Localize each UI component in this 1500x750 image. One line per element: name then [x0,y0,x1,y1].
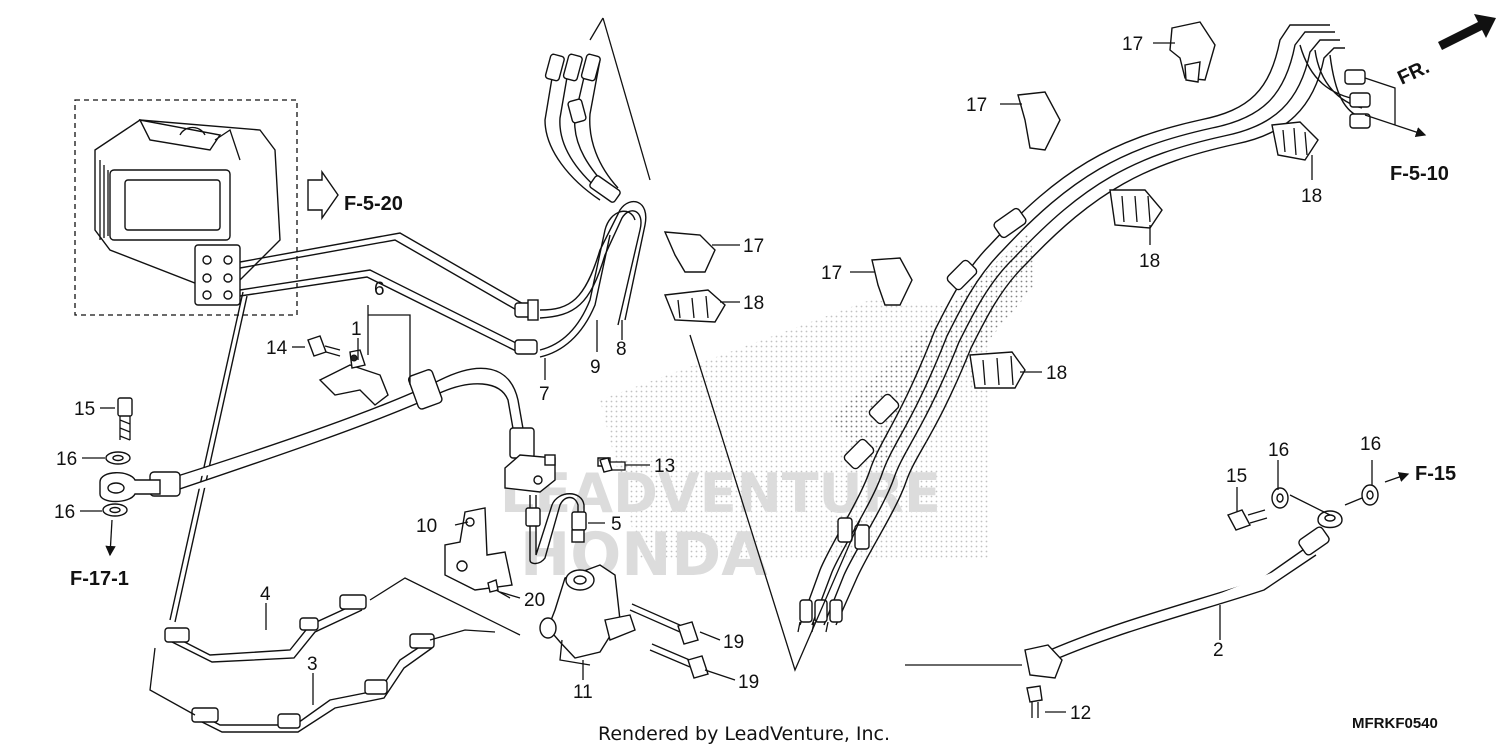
callout-18-a: 18 [743,293,764,314]
valve-11 [539,564,636,666]
ref-front-direction: FR. [1394,56,1432,90]
callout-16-front-upper: 16 [56,449,77,470]
abs-reference-arrow [307,169,339,221]
callout-18-c: 18 [1139,251,1160,272]
ref-abs-unit: F-5-20 [344,193,403,215]
callout-19-b: 19 [738,672,759,693]
callout-16-rear-a: 16 [1268,440,1289,461]
abs-dashed-frame [74,99,298,316]
three-way-joint [504,454,626,565]
callout-17-c: 17 [966,95,987,116]
fr-arrow-icon [1438,14,1496,50]
footer-credit: Rendered by LeadVenture, Inc. [598,723,890,745]
callout-1: 1 [351,319,362,340]
callout-18-d: 18 [1301,186,1322,207]
diagram-code: MFRKF0540 [1352,715,1438,732]
banjo-fitting [99,472,161,503]
callout-17-b: 17 [821,263,842,284]
rear-pipes-3-4 [149,577,521,733]
callout-9: 9 [590,357,601,378]
bolts-19 [629,603,709,679]
callout-16-front-lower: 16 [54,502,75,523]
leader-lines [80,42,1373,713]
callout-8: 8 [616,339,627,360]
callout-19-a: 19 [723,632,744,653]
rear-banjo-assembly: F-15 [1227,463,1456,531]
callout-20: 20 [524,590,545,611]
bolt-15-head [117,397,133,417]
front-brake-pipes-7-8-9 [514,17,651,358]
callout-13: 13 [654,456,675,477]
callout-17-a: 17 [743,236,764,257]
front-hose-6 [149,349,535,497]
rear-hose-2 [905,510,1343,718]
callout-15-rear: 15 [1226,466,1247,487]
callout-4: 4 [260,584,271,605]
callout-7: 7 [539,384,550,405]
front-banjo-assembly: F-17-1 [70,397,161,590]
watermark-line2: HONDA [520,520,768,590]
callout-5: 5 [611,514,622,535]
holders-18 [664,121,1319,389]
callout-numbers: 1 2 3 4 5 6 7 8 9 10 11 12 13 14 15 15 1… [54,34,1381,724]
front-direction-indicator: FR. [1394,14,1496,90]
callout-6: 6 [374,279,385,300]
rear-lines-reference: F-5-10 [1364,77,1449,185]
callout-14: 14 [266,338,288,359]
small-fasteners [307,335,613,473]
callout-12: 12 [1070,703,1091,724]
callout-11: 11 [573,682,593,703]
ref-rear-caliper: F-15 [1415,463,1456,485]
rear-pipe-harness [689,24,1371,672]
callout-2: 2 [1213,640,1224,661]
callout-18-b: 18 [1046,363,1067,384]
callout-16-rear-b: 16 [1360,434,1381,455]
ref-front-caliper: F-17-1 [70,568,129,590]
callout-3: 3 [307,654,318,675]
abs-to-center-pipes [169,232,526,623]
abs-modulator-group: F-5-20 [74,99,403,316]
callout-10: 10 [416,516,437,537]
abs-modulator-unit [94,119,281,306]
clips-17 [663,21,1216,306]
callout-15-front: 15 [74,399,95,420]
callout-17-d: 17 [1122,34,1143,55]
ref-rear-lines: F-5-10 [1390,163,1449,185]
